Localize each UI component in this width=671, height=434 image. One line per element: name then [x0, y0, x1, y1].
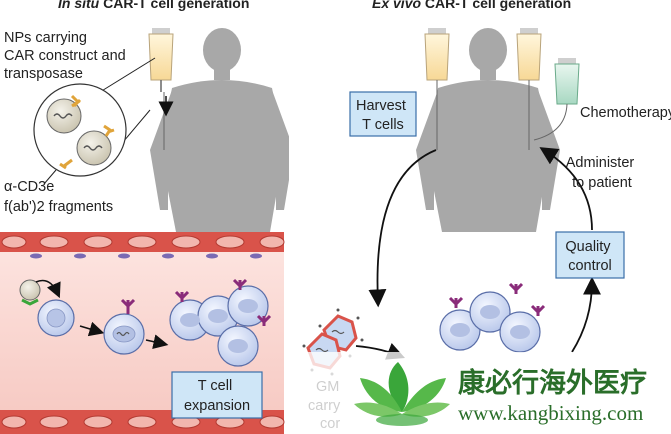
callout-line-top	[99, 57, 156, 93]
qc-arrow	[571, 276, 601, 353]
nanoparticle-inset	[33, 83, 127, 177]
np-binding-tcell	[19, 279, 75, 337]
right-iv-bag-2	[516, 28, 542, 150]
watermark-chinese: 康必行海外医疗	[458, 367, 647, 399]
harvest-arrow	[368, 149, 437, 308]
nps-label: NPs carrying CAR construct and transposa…	[4, 30, 130, 82]
svg-text:Harvest T cells: Harvest T cells	[356, 98, 410, 133]
antibody-label: α-CD3e f(ab')2 fragments	[4, 179, 113, 215]
right-iv-bag-1	[424, 28, 450, 150]
tcell-arrow-1	[79, 321, 105, 337]
lotus-logo-icon	[354, 362, 450, 426]
tcell-expansion-box: T cell expansion	[171, 371, 263, 419]
left-body-silhouette	[150, 28, 294, 232]
car-tcell-cluster	[169, 278, 272, 367]
watermark: 康必行海外医疗 www.kangbixing.com	[300, 352, 671, 434]
quality-control-box: Quality control	[555, 231, 625, 279]
antibody-callout-line	[43, 169, 57, 185]
svg-text:Quality control: Quality control	[565, 239, 614, 274]
tcell-arrow-2	[145, 334, 169, 350]
svg-text:T cell expansion: T cell expansion	[184, 378, 250, 414]
administer-arrow	[539, 147, 593, 231]
left-title: In situ CAR-T cell generation	[58, 0, 249, 11]
watermark-url: www.kangbixing.com	[458, 401, 643, 425]
car-tcell-single	[103, 298, 145, 355]
administer-label: Administer to patient	[566, 155, 639, 191]
ex-vivo-car-tcells	[439, 282, 546, 353]
right-body-silhouette	[416, 28, 560, 232]
right-title: Ex vivo CAR-T cell generation	[372, 0, 571, 11]
harvest-box: Harvest T cells	[349, 91, 417, 137]
chemotherapy-bag	[533, 58, 580, 141]
chemotherapy-label: Chemotherapy	[580, 105, 671, 121]
